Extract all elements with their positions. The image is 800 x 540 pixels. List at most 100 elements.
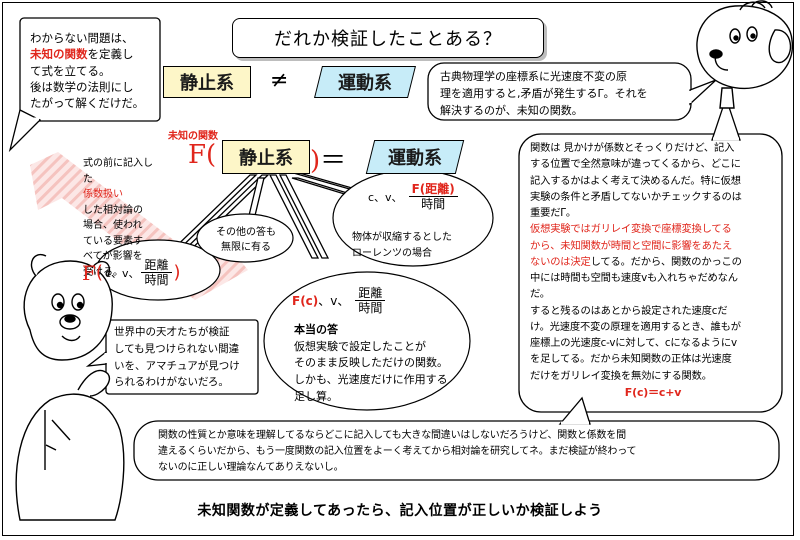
bottom-bubble-line: ないのに正しい理論なんてありえないし。 — [158, 462, 344, 473]
final-formula: F(c)＝c+v — [624, 385, 682, 399]
right-oval-line: 物体が収縮するとした — [352, 232, 452, 243]
unknown-function-highlight: 未知の関数 — [30, 47, 88, 62]
main-moving-frame-label: 運動系 — [388, 148, 442, 169]
left-oval-close: ) — [173, 262, 181, 284]
diagonal-note-line: した相対論の — [83, 204, 143, 216]
diagonal-note-line: 式の前に記 — [83, 158, 133, 169]
right-oval-args: c、v、 — [368, 190, 403, 204]
unknown-function-label: 未知の関数 — [168, 131, 218, 142]
diagonal-note: 式の前に記入した 係数扱い した相対論の 場合、使われ ている要素す べてが影響… — [83, 156, 161, 280]
function-open: F( — [188, 140, 217, 170]
left-note: わからない問題は、 未知の関数を定義し て式を立てる。 後は数学の法則にし たが… — [30, 30, 158, 112]
right-panel-line: 中には時間も空間も速度vも入れちゃだめなん — [530, 272, 738, 285]
center-oval-fraction: 距離 時間 — [355, 286, 386, 316]
left-note-line: て式を立てる。 — [30, 63, 111, 78]
center-oval — [263, 271, 471, 411]
static-frame-box: 静止系 — [163, 66, 251, 98]
center-oval-numerator: 距離 — [355, 286, 386, 302]
center-oval-text: 本当の答 仮想実験で設定したことが そのまま反映しただけの関数。 しかも、光速度… — [294, 322, 464, 406]
genius-note-line: しても見つけられない間違 — [114, 342, 240, 355]
right-panel-red-line: ないのは決定 — [530, 255, 591, 268]
right-panel-line: を足してる。だから未知関数の正体は光速度 — [530, 353, 732, 366]
moving-frame-label: 運動系 — [338, 73, 392, 94]
left-note-line: 後は数学の法則にし — [30, 79, 134, 94]
center-oval-denominator: 時間 — [358, 301, 383, 316]
right-panel-line: してる。だから、関数のかっこの — [590, 255, 742, 268]
center-oval-f: F(c) — [292, 293, 319, 308]
bottom-bubble-line: 違えるくらいだから、もう一度関数の記入位置をよーく考えてから相対論を研究してネ。… — [158, 446, 637, 457]
mid-oval — [196, 213, 294, 263]
bear-character-icon — [15, 253, 125, 521]
function-close-equals: )＝ — [310, 140, 346, 177]
right-panel-line: 座標上の光速度c-vに対して、cになるようにv — [530, 337, 737, 350]
close-paren: ) — [310, 146, 321, 176]
center-oval-line: 足し算。 — [294, 389, 338, 403]
bottom-bubble — [133, 396, 780, 481]
left-note-bubble — [8, 17, 161, 153]
right-oval-numerator: F(距離) — [408, 182, 458, 198]
left-note-line: たがって解くだけだ。 — [30, 96, 145, 111]
page-title: だれか検証したことある？ — [232, 18, 544, 58]
dog-character-icon — [696, 0, 794, 109]
right-panel-line: すると残るのはあとから設定された速度cだ — [530, 304, 728, 317]
diagonal-note-line: 場合、使われ — [83, 220, 143, 231]
conclusion-line: 未知関数が定義してあったら、記入位置が正しいか検証しよう — [197, 503, 603, 519]
moving-frame-box: 運動系 — [314, 66, 416, 98]
left-oval-f: F — [82, 260, 96, 285]
right-panel-line: 記入するかはよく考えて決めるんだ。特に仮想 — [530, 174, 741, 187]
right-panel-line: 関数は 見かけが係数とそっくりだけど、記入 — [530, 142, 735, 154]
genius-note-line: られるわけがないだろ。 — [114, 376, 229, 389]
right-panel-red-line: から、未知関数が時間と空間に影響をあたえ — [530, 239, 732, 252]
classical-note-line: 理を適用すると,矛盾が発生するΓ。それを — [440, 87, 648, 101]
center-oval-line: そのまま反映しただけの関数。 — [294, 356, 448, 370]
equals-sign: ＝ — [320, 146, 347, 176]
classical-note-line: 解決するのが、未知の関数。 — [440, 104, 583, 118]
genius-note: 世界中の天才たちが検証 しても見つけられない間違 いを、アマチュアが見つけ られ… — [114, 324, 256, 391]
classical-note: 古典物理学の座標系に光速度不変の原 理を適用すると,矛盾が発生するΓ。それを 解… — [440, 68, 686, 119]
classical-note-bubble — [427, 62, 717, 121]
left-note-line: を定義し — [87, 47, 134, 62]
right-oval-line: ローレンツの場合 — [352, 248, 432, 259]
classical-note-line: 古典物理学の座標系に光速度不変の原 — [440, 70, 627, 83]
right-oval-denominator: 時間 — [421, 197, 446, 212]
genius-note-bubble — [85, 319, 259, 395]
page-frame — [2, 2, 794, 536]
right-panel-line: 実験の条件と矛盾してないかチェックするのは — [530, 190, 742, 203]
left-oval-fraction: 距離 時間 — [141, 258, 172, 288]
center-oval-formula: F(c) 、v、 距離 時間 — [292, 286, 387, 316]
center-oval-line: 仮想実験で設定したことが — [294, 339, 426, 353]
diagonal-note-line: べてが影響を — [83, 251, 143, 262]
right-oval-formula: c、v、 F(距離) 時間 — [368, 182, 460, 212]
bottom-bubble-text: 関数の性質とか意味を理解してるならどこに記入しても大きな間違いはしないだろうけど… — [158, 428, 768, 476]
main-moving-frame-box: 運動系 — [365, 140, 465, 174]
mid-oval-text: その他の答も 無限に有る — [203, 225, 289, 255]
right-panel-line: 重要だΓ。 — [530, 207, 576, 220]
right-panel-text: 関数は 見かけが係数とそっくりだけど、記入 する位置で全然意味が違ってくるから、… — [530, 140, 776, 401]
right-panel-red-line: 仮想実験ではガリレイ変換で座標変換してる — [530, 223, 732, 236]
left-oval-args: c、v、 — [104, 266, 140, 280]
right-panel-line: する位置で全然意味が違ってくるから、どこに — [530, 158, 741, 171]
main-static-frame-box: 静止系 — [222, 140, 310, 174]
left-oval-denominator: 時間 — [144, 273, 169, 288]
left-oval-numerator: 距離 — [141, 258, 172, 274]
diagonal-note-line: 受ける。 — [83, 266, 123, 278]
true-answer-heading: 本当の答 — [294, 323, 338, 336]
left-note-line: わからない問題は、 — [30, 31, 134, 45]
not-equal-sign: ≠ — [270, 68, 289, 93]
center-oval-args: 、v、 — [318, 294, 350, 309]
bottom-bubble-line: 関数の性質とか意味を理解してるならどこに記入しても大きな間違いはしないだろうけど… — [158, 430, 626, 441]
right-panel-line: だけをガリレイ変換を無効にする関数。 — [530, 369, 712, 382]
mid-oval-line: その他の答も — [216, 227, 276, 238]
genius-note-line: いを、アマチュアが見つけ — [114, 359, 240, 372]
center-oval-line: しかも、光速度だけに作用する — [294, 373, 448, 387]
genius-note-line: 世界中の天才たちが検証 — [114, 326, 230, 338]
diagonal-note-line: ている要素す — [83, 235, 143, 247]
right-oval-fraction: F(距離) 時間 — [408, 182, 458, 212]
diagonal-note-line: 入した — [83, 158, 153, 185]
right-panel-line: だ。 — [530, 288, 550, 301]
coefficient-highlight: 係数扱い — [83, 189, 123, 200]
left-oval-formula: F ( c、v、 距離 時間 ) — [82, 258, 181, 288]
right-oval-text: 物体が収縮するとした ローレンツの場合 — [352, 230, 474, 262]
